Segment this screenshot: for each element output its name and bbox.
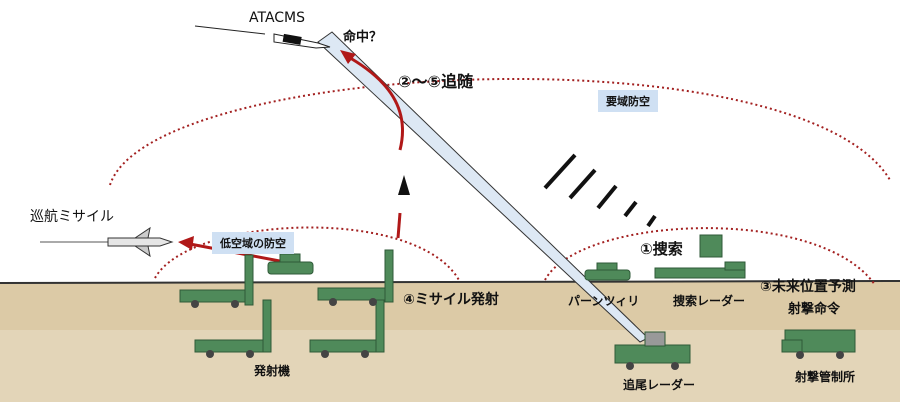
fire-order-label: 射撃命令 (788, 302, 841, 317)
atacms-label: ATACMS (249, 10, 306, 26)
search-label: ①捜索 (640, 240, 683, 258)
hit-question-label: 命中？ (343, 30, 383, 45)
atacms-missile (273, 33, 331, 49)
search-radar-vehicle (654, 234, 746, 279)
launcher-4 (309, 299, 385, 353)
area-defense-dome (109, 78, 891, 186)
interceptor-missile (398, 175, 410, 195)
missile-launch-label: ④ミサイル発射 (403, 292, 499, 308)
launcher-2 (317, 249, 394, 303)
search-radar-label: 捜索レーダー (673, 294, 746, 308)
tracking-radar-vehicle (614, 331, 691, 364)
launcher-1 (179, 254, 254, 306)
radar-wave-marks (543, 153, 657, 228)
horizon-line (0, 280, 900, 284)
pantsir-label: パーンツィリ (568, 294, 640, 308)
low-altitude-dome-right (544, 227, 876, 286)
cruise-missile-label: 巡航ミサイル (30, 209, 114, 225)
fire-control-vehicle (781, 329, 856, 353)
prediction-label: ③未来位置予測 (760, 279, 856, 295)
cruise-missile (107, 226, 174, 258)
launcher-label: 発射機 (254, 364, 291, 378)
pantsir-vehicle-top (267, 253, 314, 275)
interceptor-trajectory (344, 53, 405, 151)
tracking-radar-label: 追尾レーダー (623, 378, 696, 392)
pantsir-vehicle (584, 262, 631, 281)
low-altitude-defense-label: 低空域の防空 (212, 232, 294, 254)
tracking-label: ②〜⑤追随 (398, 72, 474, 91)
launcher-3 (194, 299, 272, 353)
area-defense-label: 要域防空 (598, 90, 658, 112)
fire-control-label: 射撃管制所 (795, 370, 856, 384)
